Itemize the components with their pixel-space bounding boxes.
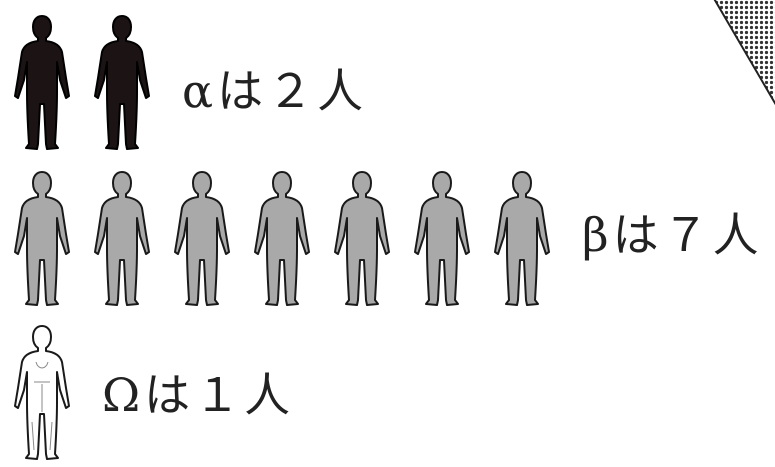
row-label: Ωは１人 [102, 368, 295, 422]
row-omega: Ωは１人 [12, 322, 294, 462]
person-icon [12, 168, 72, 308]
person-silhouette [334, 171, 390, 306]
person-silhouette [14, 325, 70, 460]
person-silhouette [254, 171, 310, 306]
person-body [494, 171, 550, 306]
person-icon [172, 168, 232, 308]
figure-group [12, 12, 172, 152]
person-icon [12, 322, 72, 462]
row-label: βは７人 [582, 208, 763, 262]
person-silhouette [14, 171, 70, 306]
person-detail-lines [31, 361, 53, 451]
person-body [414, 171, 470, 306]
person-body [94, 171, 150, 306]
person-silhouette [14, 15, 70, 150]
person-icon [92, 12, 152, 152]
row-alpha: αは２人 [12, 12, 367, 152]
person-body [174, 171, 230, 306]
halftone-corner-decoration [713, 0, 775, 106]
person-silhouette [494, 171, 550, 306]
person-body [14, 171, 70, 306]
row-beta: βは７人 [12, 168, 763, 308]
person-silhouette [94, 15, 150, 150]
person-silhouette [174, 171, 230, 306]
person-icon [12, 12, 72, 152]
person-icon [492, 168, 552, 308]
person-icon [92, 168, 152, 308]
person-body [14, 15, 70, 150]
person-body [254, 171, 310, 306]
person-icon [412, 168, 472, 308]
row-label: αは２人 [182, 64, 368, 118]
person-body [94, 15, 150, 150]
person-silhouette [414, 171, 470, 306]
figure-group [12, 168, 572, 308]
person-icon [332, 168, 392, 308]
person-body [334, 171, 390, 306]
person-icon [252, 168, 312, 308]
figure-group [12, 322, 92, 462]
person-silhouette [94, 171, 150, 306]
